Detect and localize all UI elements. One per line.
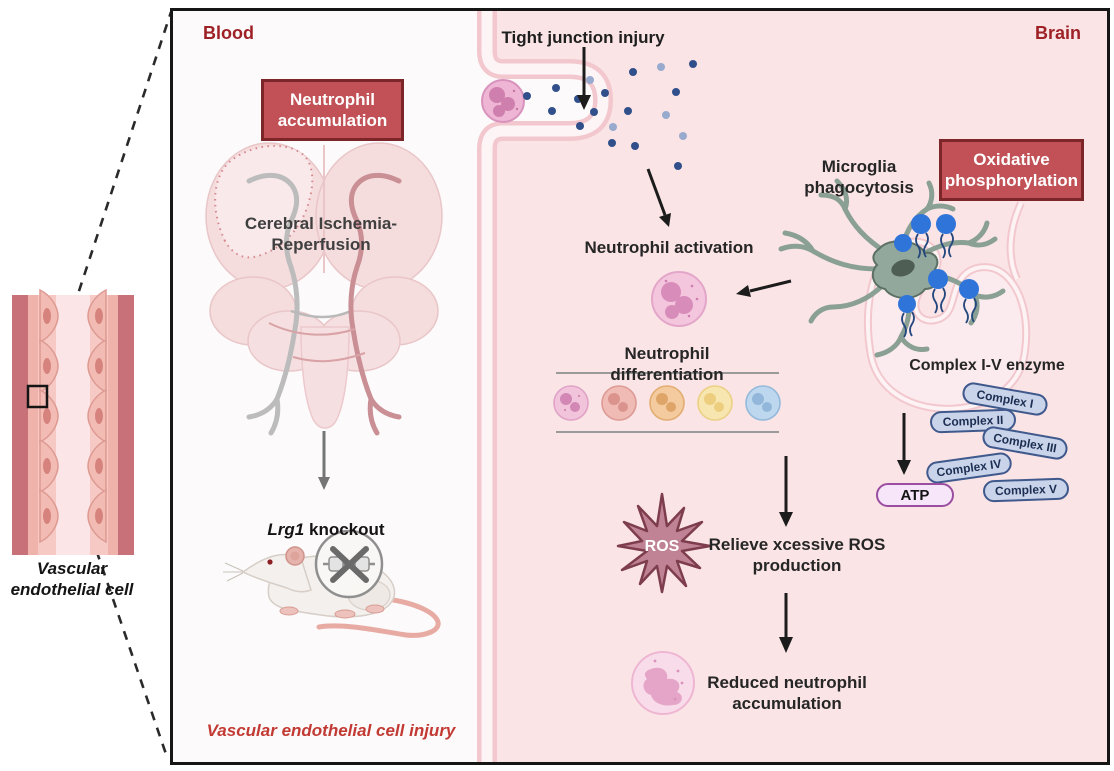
arrow-tight-junction — [577, 47, 591, 110]
oxidative-phosphorylation-badge: Oxidative phosphorylation — [939, 139, 1084, 201]
arrow-microglia-to-activation — [736, 279, 792, 297]
tight-junction-label: Tight junction injury — [501, 28, 665, 47]
ros-starburst — [616, 492, 712, 594]
ros-label: ROS — [644, 538, 680, 555]
lrg1-gene-name: Lrg1 — [267, 520, 305, 539]
microglia-phagocytosis-label: Microglia phagocytosis — [804, 157, 914, 197]
brain-illustration — [205, 142, 443, 436]
neutrophil-accumulation-badge: Neutrophil accumulation — [261, 79, 404, 141]
gene-knockout-symbol — [314, 529, 384, 599]
ischemic-vessel-gray — [246, 172, 300, 402]
arrow-brain-to-mouse — [318, 431, 330, 490]
differentiation-cells — [553, 385, 781, 421]
complex-heading: Complex I-V enzyme — [909, 357, 1065, 374]
arrow-differentiation-to-ros — [779, 456, 793, 527]
reduced-neutrophil-cell — [631, 651, 695, 715]
magnifier-dashed-lines — [45, 11, 173, 758]
arrow-complex-to-atp — [897, 413, 911, 475]
atp-pill: ATP — [876, 483, 954, 507]
phagocytosed-particles — [894, 214, 979, 338]
zoom-region-box — [26, 384, 49, 409]
microglia-cell — [778, 178, 1006, 358]
cerebral-ischemia-label: Cerebral Ischemia-Reperfusion — [244, 214, 398, 254]
arrow-ros-to-reduced — [779, 593, 793, 653]
endothelial-nuclei-right — [95, 308, 103, 524]
reduced-accumulation-label: Reduced neutrophil accumulation — [707, 673, 867, 713]
vessel-wall-inner — [481, 11, 609, 762]
relieve-ros-label: Relieve xcessive ROS production — [708, 535, 886, 575]
neutrophil-activation-label: Neutrophil activation — [584, 238, 754, 257]
arrow-dots-to-activation — [646, 168, 671, 227]
lrg1-knockout-label: Lrg1 knockout — [267, 520, 385, 539]
differentiation-rails — [556, 372, 779, 433]
vessel-cross-section — [12, 288, 134, 555]
main-panel: Blood Brain Neutrophil accumulation Oxid… — [170, 8, 1110, 765]
mouse-illustration — [223, 529, 441, 638]
mouse-eye — [267, 559, 273, 565]
mouse-tail — [316, 596, 441, 638]
endothelial-nuclei-left — [43, 308, 51, 524]
inset-label: Vascular endothelial cell — [10, 559, 134, 600]
activated-neutrophil-cell — [651, 271, 707, 327]
complex-5-pill: Complex V — [982, 477, 1070, 503]
brain-section-title: Brain — [1034, 23, 1081, 43]
neutrophil-transmigrating — [481, 79, 525, 123]
reperfused-vessel-pink — [348, 172, 402, 402]
blood-section-title: Blood — [203, 23, 254, 43]
neutrophil-differentiation-label: Neutrophil differentiation — [610, 344, 724, 384]
vec-injury-label: Vascular endothelial cell injury — [206, 721, 456, 740]
